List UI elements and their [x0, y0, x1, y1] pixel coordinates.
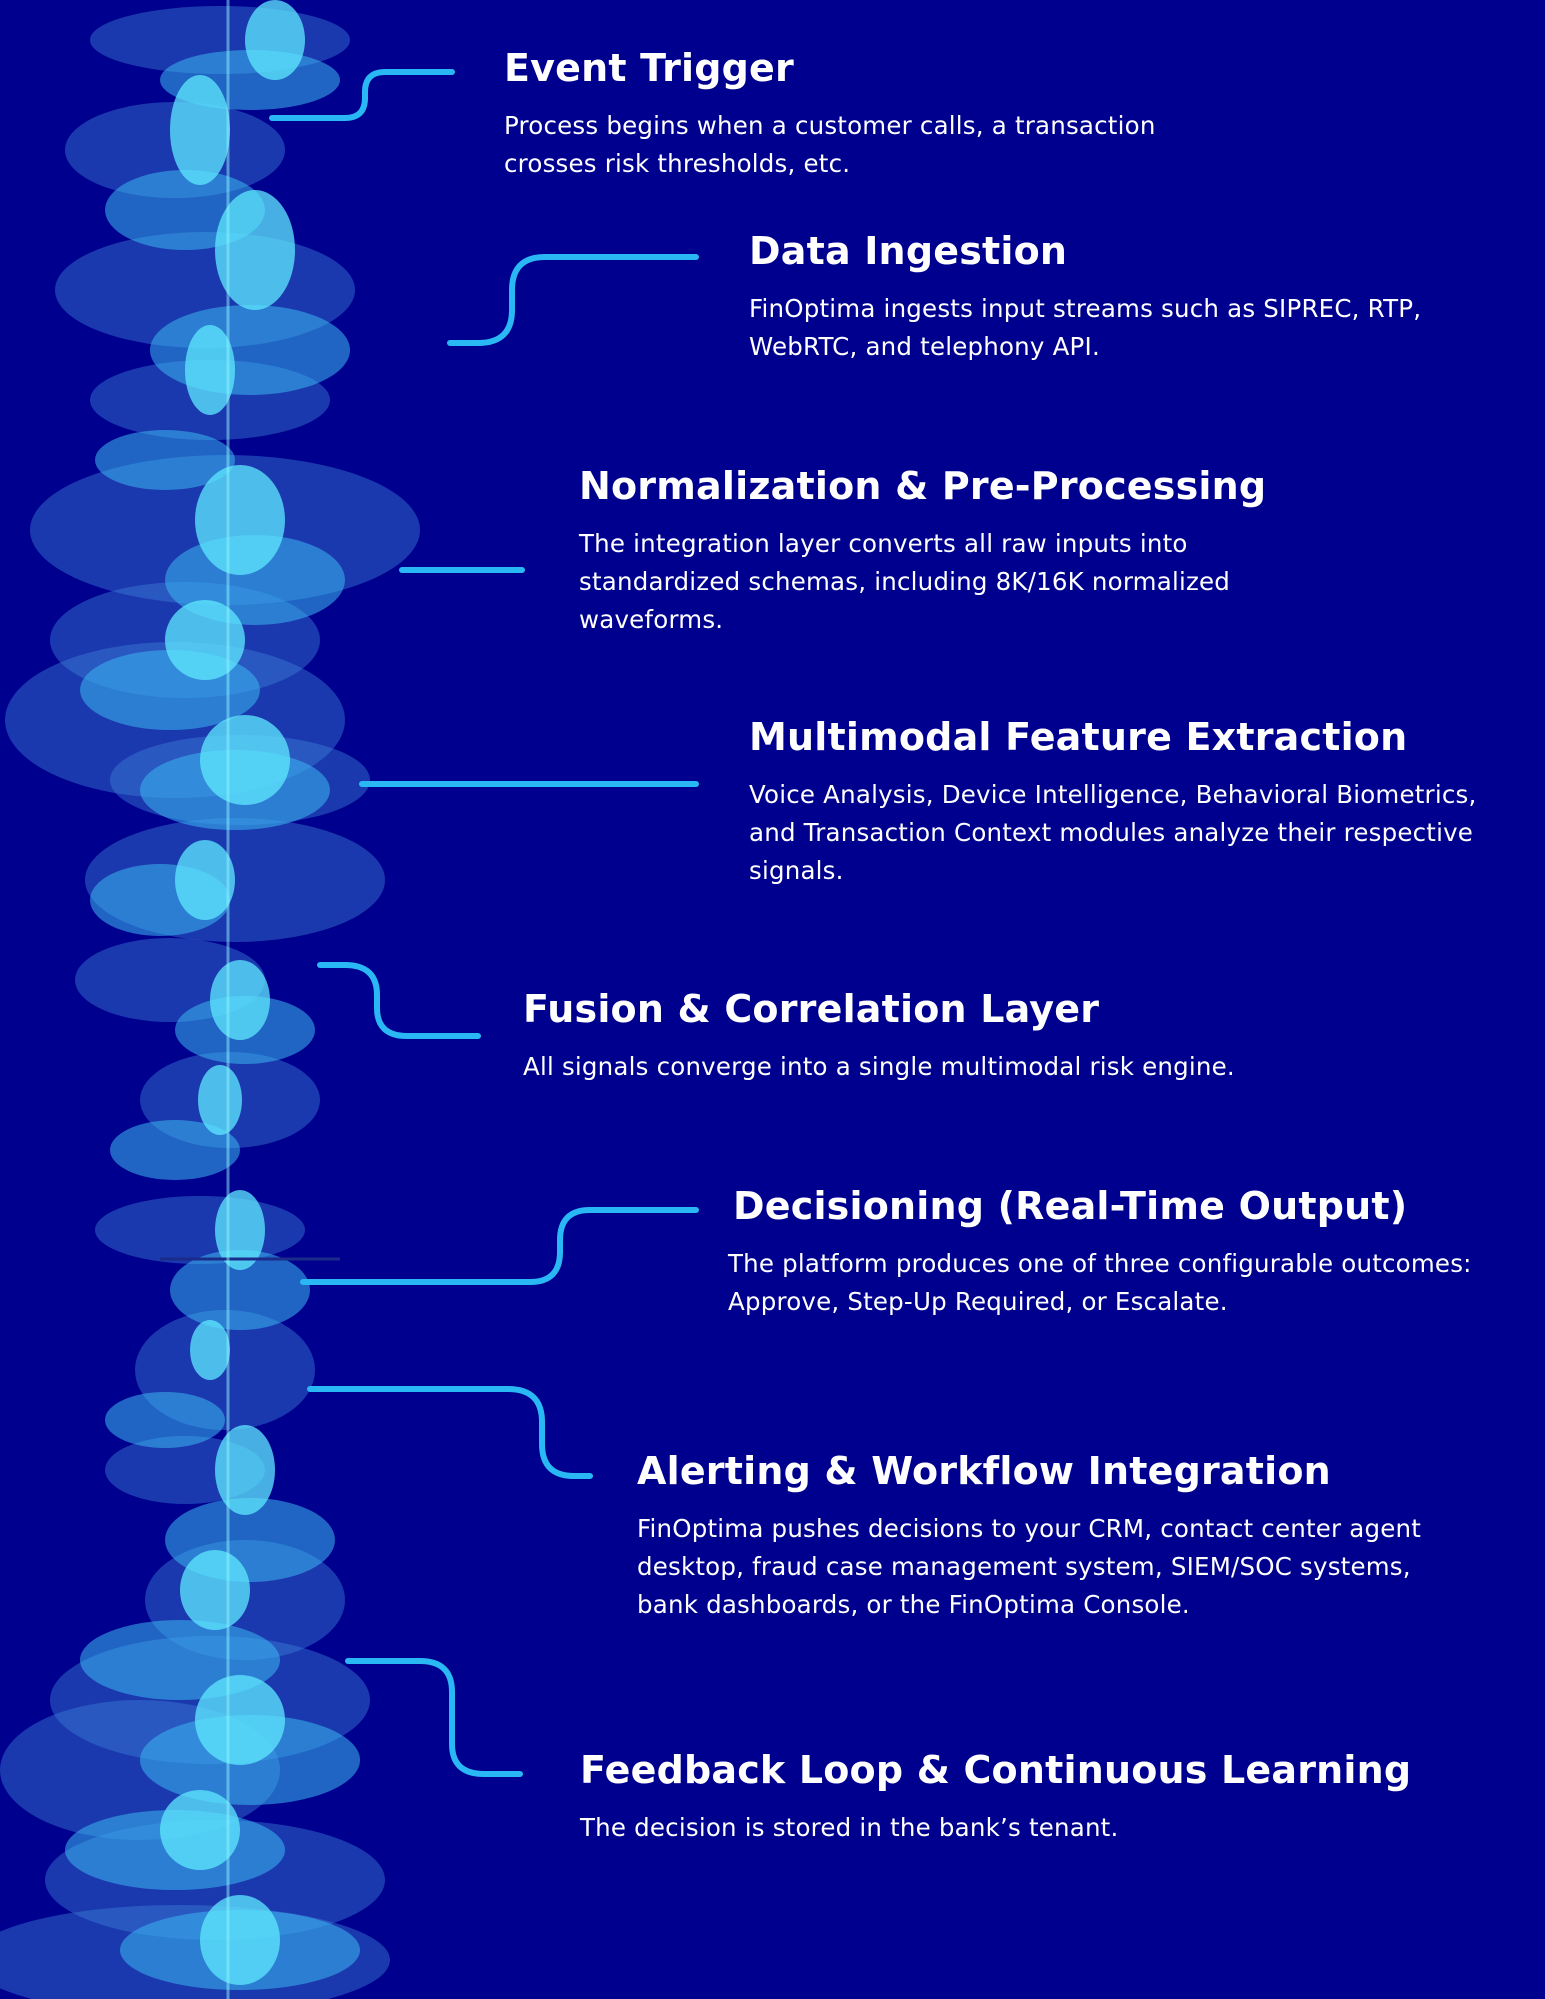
- connector-line-6: [300, 1207, 699, 1285]
- connector-line-1: [269, 69, 455, 121]
- connector-line-8: [345, 1658, 523, 1777]
- wave-lobe-core: [180, 1550, 250, 1630]
- wave-lobe-middle: [105, 1392, 225, 1448]
- step-title: Multimodal Feature Extraction: [749, 715, 1408, 759]
- step-normalization: Normalization & Pre-Processing The integ…: [579, 463, 1339, 639]
- wave-lobe-core: [198, 1065, 242, 1135]
- waveform-layer: [0, 0, 420, 1999]
- wave-lobe-middle: [170, 1250, 310, 1330]
- step-description: Voice Analysis, Device Intelligence, Beh…: [749, 780, 1477, 885]
- wave-lobe-core: [200, 715, 290, 805]
- connector-line-5: [317, 962, 481, 1039]
- step-feature-extraction: Multimodal Feature Extraction Voice Anal…: [749, 714, 1509, 890]
- wave-lobe-core: [160, 1790, 240, 1870]
- step-title: Decisioning (Real-Time Output): [733, 1184, 1408, 1228]
- wave-lobe-core: [200, 1895, 280, 1985]
- connector-line-2: [447, 254, 699, 346]
- step-title: Fusion & Correlation Layer: [523, 987, 1100, 1031]
- step-description: All signals converge into a single multi…: [523, 1052, 1235, 1081]
- step-description: FinOptima ingests input streams such as …: [749, 294, 1422, 361]
- wave-lobe-core: [175, 840, 235, 920]
- step-description: The integration layer converts all raw i…: [579, 529, 1231, 634]
- wave-lobe-core: [195, 465, 285, 575]
- step-title: Normalization & Pre-Processing: [579, 464, 1267, 508]
- wave-lobe-middle: [150, 305, 350, 395]
- wave-lobe-core: [190, 1320, 230, 1380]
- step-title: Alerting & Workflow Integration: [637, 1449, 1331, 1493]
- wave-lobe-outer: [95, 1196, 305, 1264]
- step-title: Data Ingestion: [749, 229, 1068, 273]
- step-alerting-workflow: Alerting & Workflow Integration FinOptim…: [637, 1448, 1437, 1624]
- wave-lobe-core: [165, 600, 245, 680]
- connector-layer: [269, 69, 699, 1777]
- wave-lobe-core: [210, 960, 270, 1040]
- step-fusion-correlation: Fusion & Correlation Layer All signals c…: [523, 986, 1303, 1086]
- connector-line-7: [307, 1386, 593, 1479]
- wave-lobe-core: [215, 190, 295, 310]
- step-decisioning: Decisioning (Real-Time Output) The platf…: [728, 1183, 1513, 1321]
- wave-lobe-core: [185, 325, 235, 415]
- step-description: The platform produces one of three confi…: [728, 1249, 1472, 1316]
- wave-lobe-core: [195, 1675, 285, 1765]
- wave-lobe-core: [215, 1425, 275, 1515]
- step-title: Event Trigger: [504, 46, 794, 90]
- step-description: FinOptima pushes decisions to your CRM, …: [637, 1514, 1422, 1619]
- step-feedback-loop: Feedback Loop & Continuous Learning The …: [580, 1747, 1412, 1847]
- step-description: Process begins when a customer calls, a …: [504, 111, 1156, 178]
- wave-lobe-middle: [95, 430, 235, 490]
- step-event-trigger: Event Trigger Process begins when a cust…: [504, 45, 1244, 183]
- wave-lobe-middle: [110, 1120, 240, 1180]
- step-data-ingestion: Data Ingestion FinOptima ingests input s…: [749, 228, 1489, 366]
- wave-lobe-core: [170, 75, 230, 185]
- step-title: Feedback Loop & Continuous Learning: [580, 1748, 1412, 1792]
- step-description: The decision is stored in the bank’s ten…: [580, 1813, 1119, 1842]
- wave-lobe-core: [245, 0, 305, 80]
